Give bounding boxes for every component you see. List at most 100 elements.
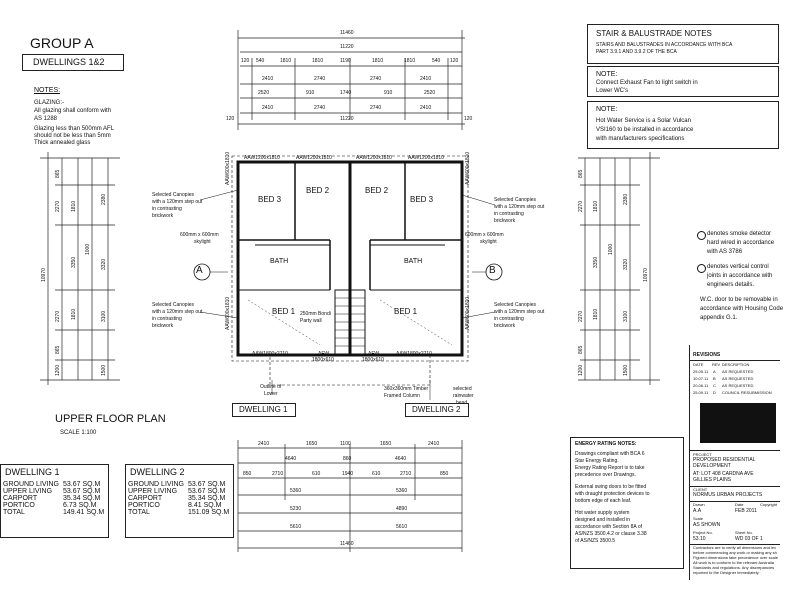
energy-line: bottom edge of each leaf. xyxy=(575,498,632,504)
canopy-note: in contrasting xyxy=(152,316,182,322)
dim: 3320 xyxy=(623,258,629,270)
footer-line: Contractors are to verify all dimensions… xyxy=(693,545,777,550)
window-label: 1800x610 xyxy=(312,357,334,363)
area-value: 6.73 SQ.M xyxy=(63,502,97,509)
dim: 2740 xyxy=(370,76,382,82)
window-label: AAW1200x1810 xyxy=(408,155,444,161)
dim: 1650 xyxy=(380,441,392,447)
area-label: TOTAL xyxy=(3,509,25,516)
dim: 120 xyxy=(241,58,250,64)
project-at: AT: LOT 408 CARDNA AVE xyxy=(693,471,754,477)
dwelling-1-tag-label: DWELLING 1 xyxy=(239,405,288,414)
glazing-line: should not be less than 5mm xyxy=(34,133,111,139)
dim: 2380 xyxy=(623,193,629,205)
energy-line: Energy Rating Report is to take xyxy=(575,465,645,471)
drawn-value: A.A xyxy=(693,508,702,514)
dim: 1810 xyxy=(71,308,77,320)
legend-wc-line: accordance with Housing Code xyxy=(700,306,784,312)
rev-cell: B xyxy=(713,376,716,381)
rev-cell: A xyxy=(713,369,716,374)
dim: 11220 xyxy=(340,116,354,122)
legend-smoke-line: hard wired in accordance xyxy=(707,240,775,246)
window-label: AAW600x1810 xyxy=(465,296,471,330)
dim-left-overall: 10970 xyxy=(41,268,47,282)
footer-line: Standards and regulations. Any discrepan… xyxy=(693,565,775,570)
dwellings-label-box: DWELLINGS 1&2 xyxy=(22,54,124,71)
window-label: AFW xyxy=(318,351,330,357)
dim: 4640 xyxy=(395,456,407,462)
footer-line: Figured dimensions take precedence over … xyxy=(693,555,778,560)
sheet-label: Sheet No. xyxy=(735,530,753,535)
rev-cell: AS REQUESTED xyxy=(722,376,754,381)
project-no-value: 53.10 xyxy=(693,536,706,542)
canopy-note: Selected Canopies xyxy=(152,192,194,198)
dim: 1810 xyxy=(280,58,292,64)
dim: 1740 xyxy=(340,90,352,96)
canopy-note: brickwork xyxy=(152,323,174,329)
hws-note-box: NOTE: Hot Water Service is a Solar Vulca… xyxy=(587,101,779,149)
area-value: 35.34 SQ.M xyxy=(63,495,101,502)
exhaust-note-line: Lower WC's xyxy=(596,88,629,94)
area-label: UPPER LIVING xyxy=(3,488,53,495)
rev-cell: C xyxy=(713,383,716,388)
party-wall-label: Party wall xyxy=(300,318,322,324)
rev-cell: 20.06.11 xyxy=(693,383,709,388)
footer-line: All work is to conform to the relevant A… xyxy=(693,560,774,565)
window-label: AAW1200x1810 xyxy=(356,155,392,161)
dim: 3100 xyxy=(101,310,107,322)
area-value: 53.67 SQ.M xyxy=(63,488,101,495)
rev-cell: AS REQUESTED xyxy=(722,369,754,374)
room-bed3-left: BED 3 xyxy=(258,195,282,204)
dim: 1810 xyxy=(404,58,416,64)
dim: 3320 xyxy=(101,258,107,270)
energy-line: AS/NZS 3500.4.2 or clause 3.38 xyxy=(575,531,647,537)
dim: 910 xyxy=(306,90,315,96)
dim: 120 xyxy=(450,58,459,64)
room-bed1-left: BED 1 xyxy=(272,307,296,316)
hws-note-line: VSI160 to be installed in accordance xyxy=(596,127,694,133)
scale-label: Scale xyxy=(693,516,704,521)
plan-scale: SCALE 1:100 xyxy=(60,430,97,436)
exhaust-note-box: NOTE: Connect Exhaust Fan to light switc… xyxy=(587,66,779,97)
stair-notes-box: STAIR & BALUSTRADE NOTES STAIRS AND BALU… xyxy=(587,24,779,64)
energy-heading: ENERGY RATING NOTES: xyxy=(575,441,637,447)
revisions-heading: REVISIONS xyxy=(693,352,721,358)
dwelling-1-tag: DWELLING 1 xyxy=(232,403,296,417)
canopy-note: Selected Canopies xyxy=(494,302,536,308)
dim: 2520 xyxy=(424,90,436,96)
glazing-label: GLAZING:- xyxy=(34,100,65,106)
dim: 1190 xyxy=(340,58,351,64)
dim: 4890 xyxy=(396,506,408,512)
rev-cell: 25.09.11 xyxy=(693,390,709,395)
area-label: CARPORT xyxy=(128,495,163,502)
footer-line: before commencing any work or making any… xyxy=(693,550,777,555)
dim: 120 xyxy=(226,116,235,122)
rainwater-note: selected xyxy=(453,386,472,392)
dim: 860 xyxy=(343,456,352,462)
area-title: DWELLING 1 xyxy=(5,467,60,477)
dim: 2740 xyxy=(370,105,382,111)
energy-line: Hot water supply system xyxy=(575,510,630,516)
dim: 5610 xyxy=(396,524,408,530)
dim: 865 xyxy=(578,169,584,178)
rev-header: DESCRIPTION xyxy=(722,362,750,367)
dim: 1650 xyxy=(306,441,318,447)
area-value: 53.67 SQ.M xyxy=(188,488,226,495)
sheet-value: WD 03 OF 1 xyxy=(735,536,763,542)
project-no-label: Project No. xyxy=(693,530,713,535)
plan-title: UPPER FLOOR PLAN xyxy=(55,413,166,425)
energy-line: of AS/NZS 3500.5 xyxy=(575,538,616,544)
dim: 2740 xyxy=(314,76,326,82)
dim: 910 xyxy=(384,90,393,96)
area-title: DWELLING 2 xyxy=(130,467,185,477)
legend-wc-line: appendix G.1. xyxy=(700,315,738,321)
dim: 610 xyxy=(372,471,381,477)
